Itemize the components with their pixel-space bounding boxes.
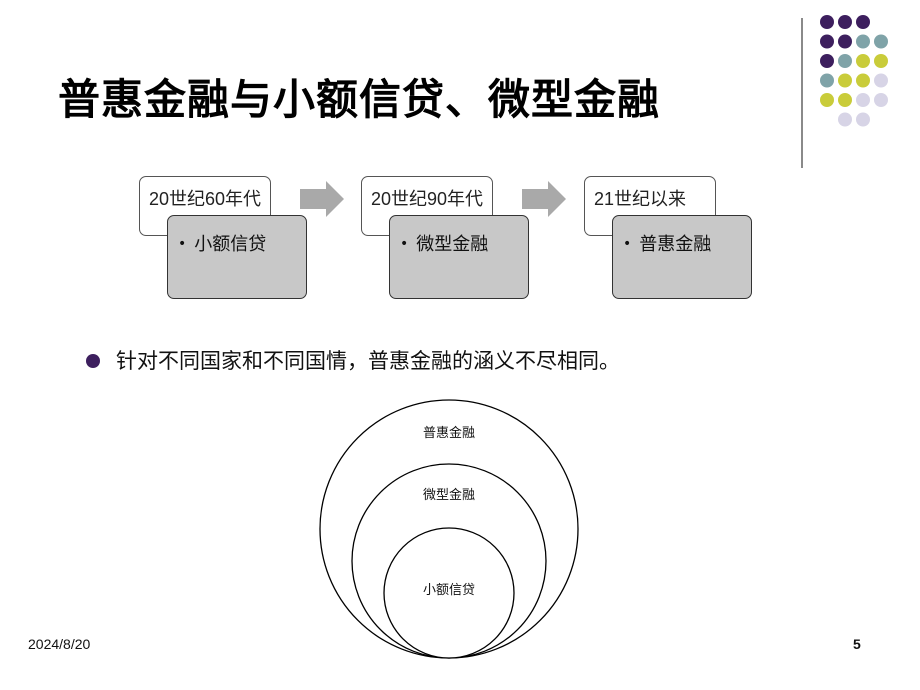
decorative-dot <box>838 93 852 107</box>
decorative-dot <box>838 73 852 88</box>
middle-circle-label: 微型金融 <box>423 487 475 503</box>
decorative-vertical-line <box>801 18 803 168</box>
decorative-dot <box>838 112 852 127</box>
bullet-glyph: • <box>623 236 632 252</box>
decorative-dot <box>856 73 870 88</box>
decorative-dot <box>874 34 888 49</box>
decorative-dot <box>856 93 870 107</box>
decorative-dot <box>820 73 834 88</box>
page-number: 5 <box>853 636 861 652</box>
statement-text: 针对不同国家和不同国情，普惠金融的涵义不尽相同。 <box>116 349 620 373</box>
right-arrow-icon <box>522 181 566 217</box>
slide-title: 普惠金融与小额信贷、微型金融 <box>58 75 661 124</box>
decorative-dot <box>874 93 888 107</box>
decorative-dot-grid <box>820 15 888 127</box>
stage-topic-box: • 普惠金融 <box>612 215 752 299</box>
decorative-dot <box>856 54 870 68</box>
stage-era-label: 20世纪90年代 <box>361 176 493 236</box>
decorative-dot <box>838 15 852 29</box>
timeline-stage-1960s: 20世纪60年代 •小额信贷 <box>139 176 364 302</box>
decorative-dot <box>856 15 870 29</box>
nested-circle-diagram: 普惠金融 微型金融 小额信贷 <box>319 399 579 659</box>
timeline-stage-21st-century: 21世纪以来 •普惠金融 <box>584 176 809 302</box>
decorative-dot <box>820 93 834 107</box>
inner-circle-label: 小额信贷 <box>423 583 475 598</box>
bullet-glyph: • <box>178 236 187 252</box>
stage-topic-box: • 微型金融 <box>389 215 529 299</box>
decorative-dot <box>838 54 852 68</box>
right-arrow-icon <box>300 181 344 217</box>
decorative-dot <box>874 73 888 88</box>
decorative-dot <box>856 34 870 49</box>
stage-topic-label: 小额信贷 <box>194 234 267 255</box>
decorative-dot <box>838 34 852 49</box>
footer-date: 2024/8/20 <box>28 636 91 652</box>
outer-circle-label: 普惠金融 <box>423 425 475 441</box>
bullet-dot-icon <box>86 354 100 368</box>
stage-topic-box: • 小额信贷 <box>167 215 307 299</box>
timeline-stage-1990s: 20世纪90年代 • 微型金融 <box>361 176 586 302</box>
decorative-dot <box>856 112 870 127</box>
decorative-dot <box>820 15 834 29</box>
decorative-dot <box>874 54 888 68</box>
decorative-dot <box>820 34 834 49</box>
stage-topic-label: 微型金融 <box>416 234 489 255</box>
bullet-statement: 针对不同国家和不同国情，普惠金融的涵义不尽相同。 <box>86 345 620 375</box>
stage-topic-label: 普惠金融 <box>639 234 712 255</box>
bullet-glyph: • <box>400 236 409 252</box>
decorative-dot <box>820 54 834 68</box>
inner-circle <box>383 527 515 659</box>
